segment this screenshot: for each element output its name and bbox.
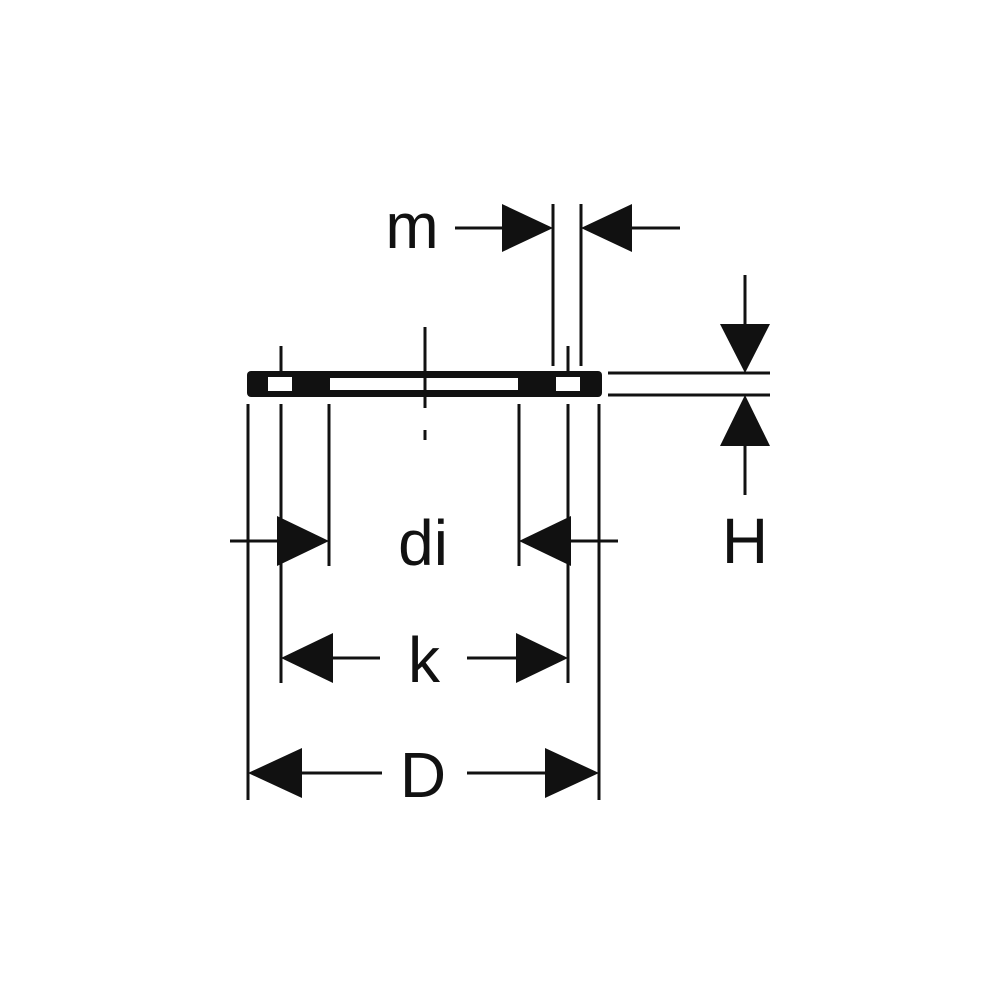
label-D: D (400, 739, 446, 811)
dimension-H-arrow-up (720, 395, 770, 446)
dimension-D-arrow-right (545, 748, 599, 798)
dimension-H-arrow-down (720, 324, 770, 373)
dimension-k-arrow-right (516, 633, 568, 683)
dimension-H: H (720, 275, 770, 577)
dimension-k-arrow-left (281, 633, 333, 683)
dimension-k: k (281, 624, 568, 696)
dimension-D-arrow-left (248, 748, 302, 798)
extension-lines (246, 204, 770, 800)
dimension-di-arrow-right (519, 516, 571, 566)
bolt-center-marks (279, 346, 570, 371)
dimension-m-arrow-left (581, 204, 632, 252)
bolt-hole-right (556, 377, 580, 391)
label-di: di (398, 507, 448, 579)
dimension-di: di (230, 507, 618, 579)
dimension-di-arrow-left (277, 516, 329, 566)
label-m: m (385, 190, 438, 262)
label-k: k (408, 624, 441, 696)
bolt-hole-left (268, 377, 292, 391)
dimension-D: D (248, 739, 599, 811)
label-H: H (722, 505, 768, 577)
dimension-m: m (385, 190, 680, 262)
dimension-m-arrow-right (502, 204, 553, 252)
